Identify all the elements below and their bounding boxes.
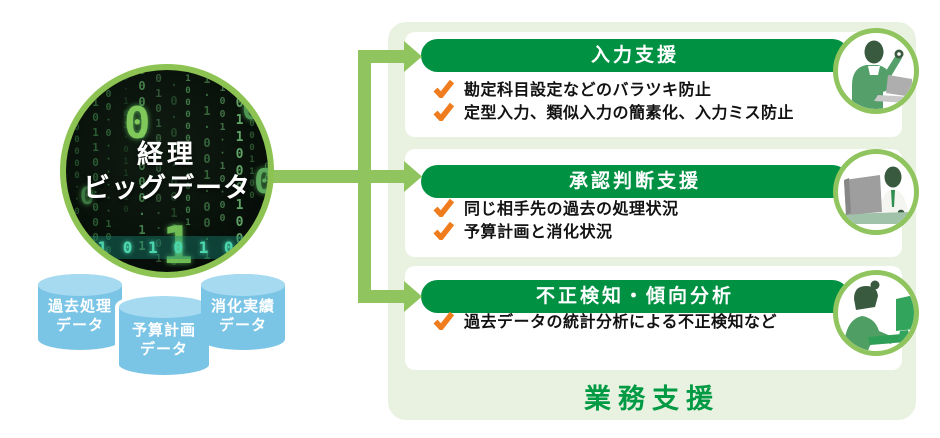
cylinder-label: 過去処理	[47, 298, 112, 315]
cylinder-label: 消化実績	[210, 298, 275, 315]
circle-title-line2: ビッグデータ	[83, 173, 251, 203]
circle-title-line1: 経理	[136, 139, 197, 169]
businessman-monitor-icon	[833, 149, 919, 235]
cylinder-label: データ	[139, 341, 188, 358]
bullet-item: 勘定科目設定などのバラツキ防止	[433, 77, 794, 99]
footer-label: 業務支援	[584, 384, 720, 414]
cylinder-label: 予算計画	[131, 322, 196, 339]
box-title-fraud: 不正検知・傾向分析	[421, 280, 849, 313]
box-title-input: 入力支援	[421, 39, 849, 72]
check-icon	[433, 79, 454, 98]
cylinder-label: データ	[218, 317, 267, 334]
check-icon	[433, 102, 454, 121]
businessman-laptop-icon	[833, 28, 919, 114]
support-box-input: 入力支援 勘定科目設定などのバラツキ防止 定型入力、類似入力の簡素化、入力ミス防…	[405, 32, 902, 137]
check-icon	[433, 221, 454, 240]
cylinder-past-processing-data: 過去処理 データ	[36, 272, 124, 354]
bullet-text: 勘定科目設定などのバラツキ防止	[464, 82, 712, 99]
bullet-text: 予算計画と消化状況	[464, 224, 613, 241]
bullet-item: 予算計画と消化状況	[433, 219, 679, 241]
cylinder-budget-plan-data: 予算計画 データ	[114, 292, 214, 382]
bullet-item: 定型入力、類似入力の簡素化、入力ミス防止	[433, 100, 794, 122]
bullet-text: 同じ相手先の過去の処理状況	[464, 201, 679, 218]
bullet-list: 過去データの統計分析による不正検知など	[433, 309, 777, 331]
bullet-text: 過去データの統計分析による不正検知など	[464, 314, 778, 331]
check-icon	[433, 198, 454, 217]
businesswoman-computer-icon	[833, 270, 919, 356]
bullet-list: 同じ相手先の過去の処理状況 予算計画と消化状況	[433, 196, 679, 241]
cylinder-consumption-results-data: 消化実績 データ	[199, 272, 287, 354]
bullet-item: 過去データの統計分析による不正検知など	[433, 309, 777, 331]
circle-title: 経理 ビッグデータ	[66, 70, 268, 272]
bullet-text: 定型入力、類似入力の簡素化、入力ミス防止	[464, 105, 795, 122]
bullet-list: 勘定科目設定などのバラツキ防止 定型入力、類似入力の簡素化、入力ミス防止	[433, 77, 794, 122]
check-icon	[433, 311, 454, 330]
cylinder-label: データ	[55, 317, 104, 334]
box-title-approval: 承認判断支援	[421, 165, 849, 198]
bullet-item: 同じ相手先の過去の処理状況	[433, 196, 679, 218]
support-box-fraud: 不正検知・傾向分析 過去データの統計分析による不正検知など	[405, 266, 902, 370]
binary-highlight-band: 1 0 1 0 1 0 1 0 0 0	[66, 236, 268, 259]
support-box-approval: 承認判断支援 同じ相手先の過去の処理状況 予算計画と消化状況	[405, 149, 902, 257]
